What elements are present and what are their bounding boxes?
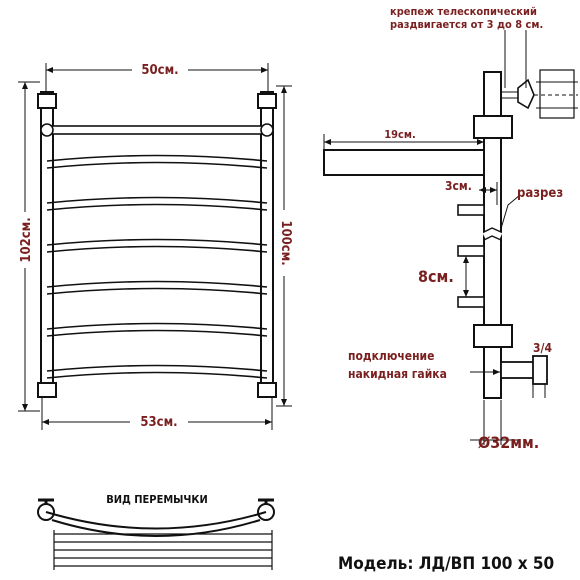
- label-width-top: 50см.: [141, 63, 178, 78]
- label-width-bottom: 53см.: [140, 415, 177, 430]
- dim-width-bottom: [41, 398, 273, 430]
- rung-2: [46, 196, 268, 211]
- rung-1: [46, 154, 268, 169]
- label-model: Модель: ЛД/ВП 100 х 50: [338, 554, 554, 574]
- connection-pipe: [500, 361, 538, 379]
- dim-width-top: [45, 60, 269, 92]
- front-view: [14, 60, 296, 430]
- label-side-3cm: 3см.: [445, 179, 472, 193]
- stub-middle-1: [457, 245, 485, 257]
- curved-rungs: [46, 154, 268, 379]
- label-jumper-view: ВИД ПЕРЕМЫЧКИ: [106, 493, 208, 506]
- bottom-mount-block: [473, 324, 513, 348]
- label-thread: 3/4: [533, 341, 552, 355]
- rung-4: [46, 280, 268, 295]
- rung-5: [46, 322, 268, 337]
- stub-upper: [457, 204, 485, 216]
- dim-height-left: [14, 81, 40, 412]
- stub-middle-2: [457, 296, 485, 308]
- right-bottom-mount: [257, 382, 277, 398]
- jumper-bars: [53, 530, 273, 570]
- side-view: [323, 30, 578, 445]
- side-arm: [323, 149, 485, 176]
- wall-plug: [539, 69, 575, 119]
- cut-leader: [499, 194, 521, 233]
- cut-break: [482, 228, 503, 239]
- label-height-left: 102см.: [19, 217, 34, 262]
- union-nut: [532, 355, 548, 385]
- label-connection-line1: подключение: [348, 349, 434, 363]
- label-mount-line2: раздвигается от 3 до 8 см.: [390, 18, 543, 31]
- label-side-cut: разрез: [517, 186, 563, 201]
- label-side-depth: 19см.: [384, 128, 416, 141]
- left-joint: [40, 123, 54, 137]
- top-straight-rail: [46, 125, 268, 135]
- dim-height-right: [274, 85, 296, 407]
- label-height-right: 100см.: [278, 220, 293, 265]
- label-side-8cm: 8см.: [418, 267, 454, 286]
- label-diameter: Ø32мм.: [478, 433, 539, 452]
- rung-3: [46, 238, 268, 253]
- right-top-mount: [257, 93, 277, 109]
- label-connection-line2: накидная гайка: [348, 367, 447, 381]
- rung-6: [46, 364, 268, 379]
- label-mount-line1: крепеж телескопический: [390, 5, 537, 18]
- left-bottom-mount: [37, 382, 57, 398]
- jumper-view: [37, 498, 275, 570]
- top-mount-block: [473, 115, 513, 139]
- right-joint: [260, 123, 274, 137]
- left-top-mount: [37, 93, 57, 109]
